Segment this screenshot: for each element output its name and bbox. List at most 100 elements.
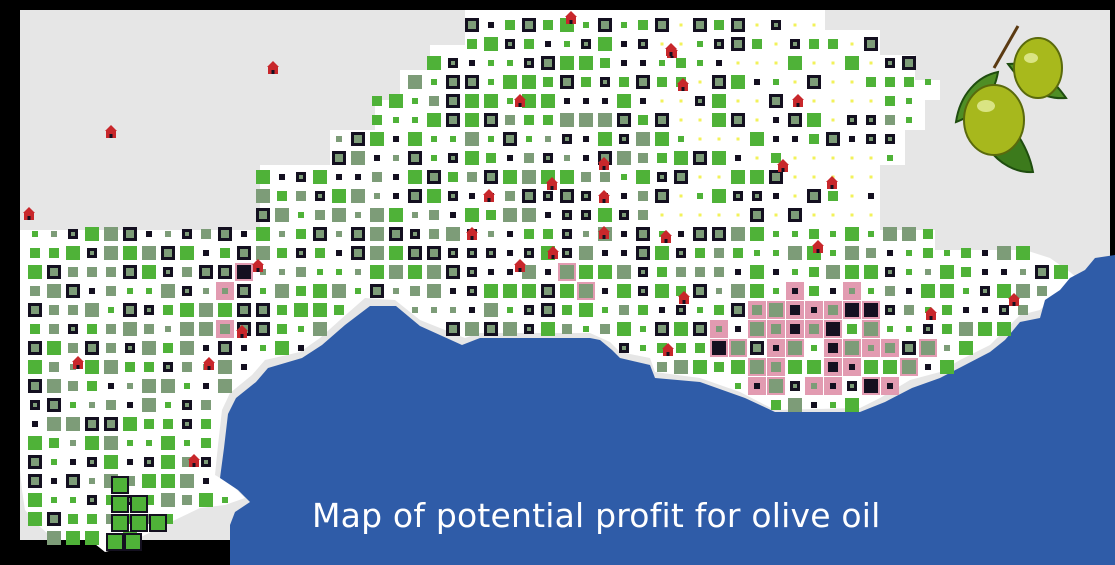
dark-cell-core: [563, 78, 571, 86]
medium-profit-cell: [106, 400, 116, 410]
high-profit-cell: [427, 56, 441, 70]
dark-cell: [735, 326, 741, 332]
low-profit-cell: [831, 118, 835, 122]
dark-cell-core: [544, 306, 552, 314]
dark-cell: [906, 288, 912, 294]
dark-cell-core: [354, 249, 362, 257]
high-profit-cell: [750, 265, 764, 279]
house-roof: [252, 259, 264, 265]
house-roof: [792, 94, 804, 100]
dark-cell-core: [696, 21, 704, 29]
dark-cell-core: [126, 230, 134, 238]
high-profit-cell: [142, 474, 156, 488]
high-profit-cell: [408, 132, 422, 146]
dark-cell: [1001, 269, 1007, 275]
dark-cell-core: [527, 327, 531, 331]
high-profit-cell: [733, 248, 743, 258]
dark-cell-core: [259, 211, 267, 219]
high-profit-cell: [484, 284, 498, 298]
medium-profit-cell: [47, 531, 61, 545]
olive-branch-icon: [954, 25, 1068, 174]
high-profit-cell: [522, 94, 536, 108]
house-roof: [23, 207, 35, 213]
dark-cell-core: [69, 477, 77, 485]
dark-cell-core: [392, 230, 400, 238]
medium-profit-cell: [123, 322, 137, 336]
medium-profit-cell: [201, 400, 211, 410]
high-profit-cell: [906, 117, 912, 123]
profit-cell: [754, 383, 760, 389]
high-profit-cell: [598, 132, 612, 146]
medium-profit-cell: [66, 417, 80, 431]
dark-cell-core: [318, 194, 322, 198]
house-roof: [925, 307, 937, 313]
medium-profit-cell: [657, 362, 667, 372]
medium-profit-cell: [180, 474, 194, 488]
high-profit-cell: [602, 307, 608, 313]
low-profit-cell: [698, 80, 702, 84]
high-profit-cell: [830, 231, 836, 237]
high-profit-cell: [49, 438, 59, 448]
house-roof: [598, 226, 610, 232]
high-profit-cell: [448, 172, 458, 182]
low-profit-cell: [793, 175, 797, 179]
profit-cell: [237, 265, 251, 279]
medium-profit-cell: [355, 212, 361, 218]
low-profit-cell: [793, 80, 797, 84]
dark-cell: [393, 136, 399, 142]
dark-cell-core: [639, 230, 647, 238]
medium-profit-cell: [47, 284, 61, 298]
medium-profit-cell: [564, 155, 570, 161]
dark-cell: [241, 345, 247, 351]
medium-profit-cell: [370, 208, 384, 222]
high-profit-cell: [165, 402, 171, 408]
dark-cell-core: [641, 42, 645, 46]
medium-profit-cell: [165, 326, 171, 332]
house-door: [256, 268, 260, 272]
medium-profit-cell: [505, 191, 515, 201]
medium-profit-cell: [85, 303, 99, 317]
dark-cell-core: [527, 251, 531, 255]
dark-cell: [507, 269, 513, 275]
house-icon: [598, 190, 610, 203]
high-profit-cell: [372, 115, 382, 125]
medium-profit-cell: [429, 96, 439, 106]
dark-cell: [298, 345, 304, 351]
dark-cell-core: [584, 42, 588, 46]
high-profit-cell: [85, 360, 99, 374]
high-profit-cell: [659, 60, 665, 66]
profit-cell: [560, 265, 574, 279]
dark-cell-core: [753, 344, 761, 352]
high-profit-cell: [731, 170, 745, 184]
high-profit-cell: [104, 455, 118, 469]
low-profit-cell: [736, 99, 740, 103]
dark-cell-core: [90, 460, 94, 464]
dark-cell-core: [50, 401, 58, 409]
high-profit-cell: [750, 284, 764, 298]
dark-cell-core: [71, 327, 75, 331]
high-profit-cell: [108, 307, 114, 313]
dark-cell-core: [810, 78, 818, 86]
dark-cell-core: [71, 232, 75, 236]
dark-cell: [773, 269, 779, 275]
high-profit-cell: [600, 58, 610, 68]
medium-profit-cell: [127, 383, 133, 389]
house-roof: [72, 356, 84, 362]
dark-cell-core: [411, 192, 419, 200]
house-roof: [660, 230, 672, 236]
high-profit-cell: [695, 343, 705, 353]
profit-cell: [828, 343, 838, 353]
profit-cell: [790, 305, 800, 315]
high-profit-cell: [674, 322, 688, 336]
medium-profit-cell: [885, 286, 895, 296]
high-profit-cell: [70, 497, 76, 503]
high-profit-cell: [393, 117, 399, 123]
low-profit-cell: [831, 99, 835, 103]
house-roof: [678, 291, 690, 297]
medium-profit-cell: [959, 322, 973, 336]
house-roof: [105, 125, 117, 131]
dark-cell-core: [185, 403, 189, 407]
dark-cell-core: [983, 289, 987, 293]
house-icon: [72, 356, 84, 369]
profit-cell: [830, 383, 836, 389]
